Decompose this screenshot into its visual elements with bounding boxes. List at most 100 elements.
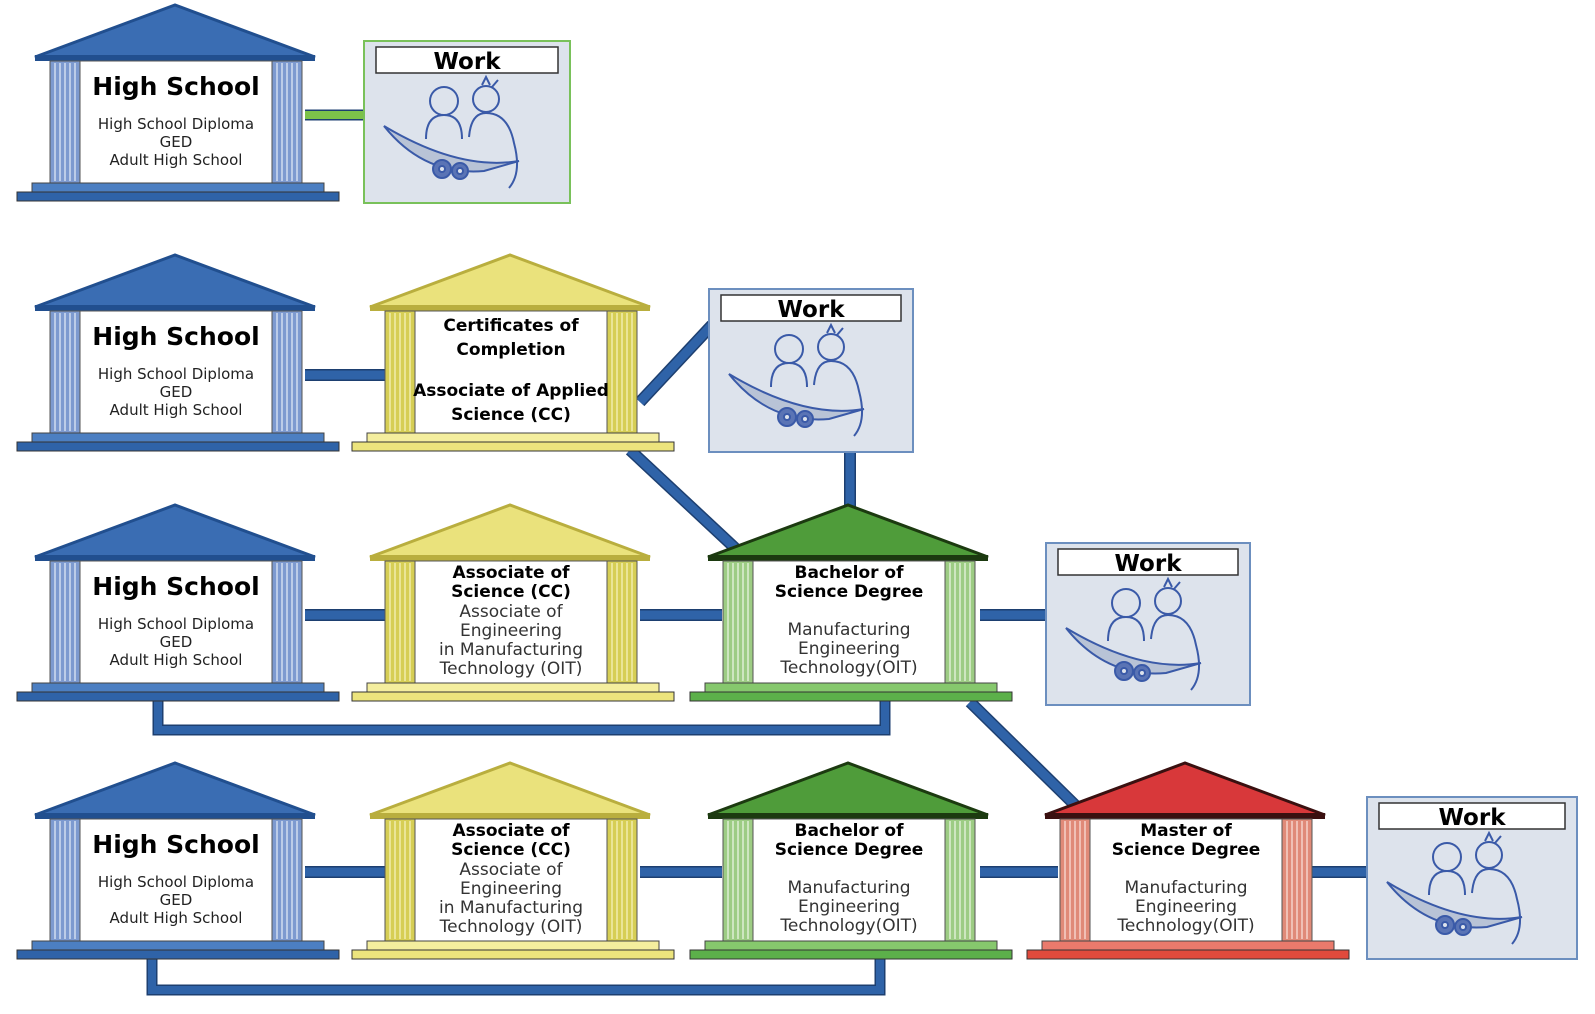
roof-band [370,813,650,819]
building-item: GED [160,891,193,909]
building-title-line: Associate of [452,563,570,583]
building-item: High School Diploma [98,115,254,133]
base-step-top [704,682,998,693]
building-panel [79,310,273,434]
connector-hs-bs-loop-3-outline [152,700,891,736]
building-panel [752,818,946,942]
base-step-bottom [351,691,675,702]
building-item: Adult High School [110,151,243,169]
work-box: Work [708,288,914,453]
worker-body-left [770,361,808,388]
roof [369,503,651,559]
work-label: Work [1115,551,1183,577]
building-title-line: Science Degree [775,582,924,602]
building-item: High School Diploma [98,873,254,891]
roof [369,253,651,309]
base-step-bottom [351,949,675,960]
gear-left-hub [438,165,446,173]
base-step-top [1041,940,1335,951]
building-title: High School [92,72,259,101]
building-title: High School [92,322,259,351]
building-title-line: Science (CC) [451,405,571,425]
roof [34,3,316,59]
connector-cc-work-2 [636,321,716,406]
roof-band [35,305,315,311]
gear-right-hub [1138,669,1146,677]
building-panel [414,818,608,942]
roof-band [370,305,650,311]
building-item: Adult High School [110,401,243,419]
building-item: Adult High School [110,909,243,927]
workers-with-gears-icon [383,74,520,189]
roof [369,761,651,817]
hair [826,322,844,336]
base-step-top [366,432,660,443]
building-title-line: Bachelor of [794,563,904,583]
workers-with-gears-icon [728,322,865,437]
base-step-top [31,182,325,193]
tray [728,373,865,421]
roof [1044,761,1326,817]
roof-band [35,813,315,819]
base-step-top [31,432,325,443]
building-item: GED [160,633,193,651]
base-step-bottom [16,191,340,202]
building-item: Engineering [798,897,900,917]
building-item: Technology (OIT) [439,917,583,937]
connector-hs-bs-loop-4 [148,958,884,994]
work-box: Work [1045,542,1251,706]
worker-body-left [1428,869,1466,896]
roof-band [708,555,988,561]
building-panel [414,560,608,684]
roof-band [1045,813,1325,819]
roof [34,761,316,817]
building-panel [79,560,273,684]
worker-body-right [1471,867,1522,945]
base-step-top [31,940,325,951]
work-label-box [375,46,559,74]
building-item: High School Diploma [98,615,254,633]
building-title-line: Bachelor of [794,821,904,841]
hair [1484,830,1502,844]
worker-body-right [468,111,519,189]
building-item: Engineering [460,621,562,641]
building-item: Manufacturing [1124,878,1247,898]
worker-body-left [1107,615,1145,642]
building-item: High School Diploma [98,365,254,383]
hair [1163,576,1181,590]
building-item: in Manufacturing [439,640,583,660]
building-title-line: Certificates of [443,316,579,336]
building-item: Associate of [459,860,563,880]
base-step-bottom [16,441,340,452]
gear-right-hub [456,167,464,175]
building-item: Technology (OIT) [439,659,583,679]
roof-band [35,555,315,561]
base-step-bottom [351,441,675,452]
building-panel [1089,818,1283,942]
building-title-line: Science (CC) [451,582,571,602]
gear-left-hub [1441,921,1449,929]
roof [707,761,989,817]
base-step-top [704,940,998,951]
connector-hs-bs-loop-3 [154,700,889,734]
worker-body-left [425,113,463,140]
building-item: Engineering [1135,897,1237,917]
work-label-box [720,294,902,322]
roof-band [708,813,988,819]
work-box: Work [363,40,571,204]
work-label-box [1057,548,1239,576]
work-label: Work [778,297,846,323]
building-item: Technology(OIT) [779,658,917,678]
building-title-line: Associate of [452,821,570,841]
building-title-line: Science Degree [1112,840,1261,860]
work-label-box [1378,802,1566,830]
worker-body-right [813,359,864,437]
building-title-line: Master of [1140,821,1232,841]
building-title: High School [92,572,259,601]
